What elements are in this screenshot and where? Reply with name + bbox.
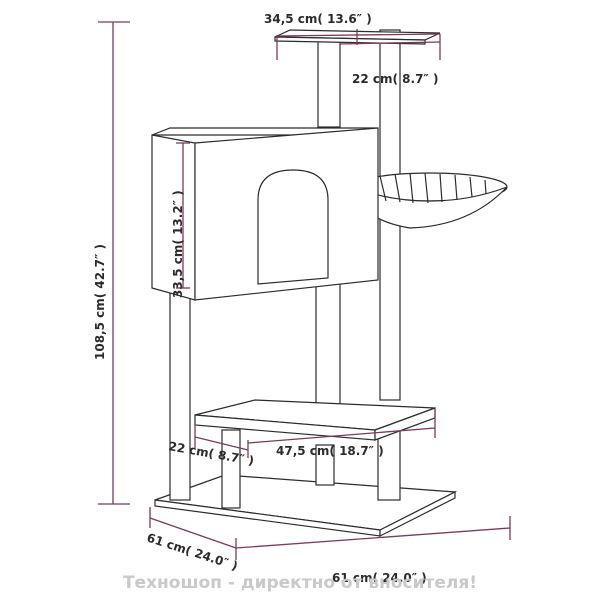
top-depth-label: 22 cm( 8.7″ ) [352, 72, 438, 86]
cat-house [151, 127, 379, 301]
base-depth-label: 61 cm( 24.0″ ) [145, 531, 239, 574]
house-height-label: 33,5 cm( 13.2″ ) [171, 190, 185, 298]
base-width-label: 61 cm( 24.0″ ) [332, 571, 427, 585]
back-left-post [221, 429, 241, 509]
center-upper-post [315, 282, 341, 414]
base-board [154, 474, 458, 537]
platform-width-label: 47,5 cm( 18.7″ ) [276, 444, 384, 458]
total-height-label: 108,5 cm( 42.7″ ) [93, 244, 107, 360]
dimension-lines [98, 21, 511, 560]
top-post [317, 34, 341, 128]
front-left-post [169, 289, 191, 501]
watermark-text: Техношоп - директно от вносителя! [123, 573, 477, 593]
top-width-label: 34,5 cm( 13.6″ ) [264, 12, 372, 26]
house-entrance [257, 169, 329, 285]
back-middle-post [315, 444, 335, 486]
